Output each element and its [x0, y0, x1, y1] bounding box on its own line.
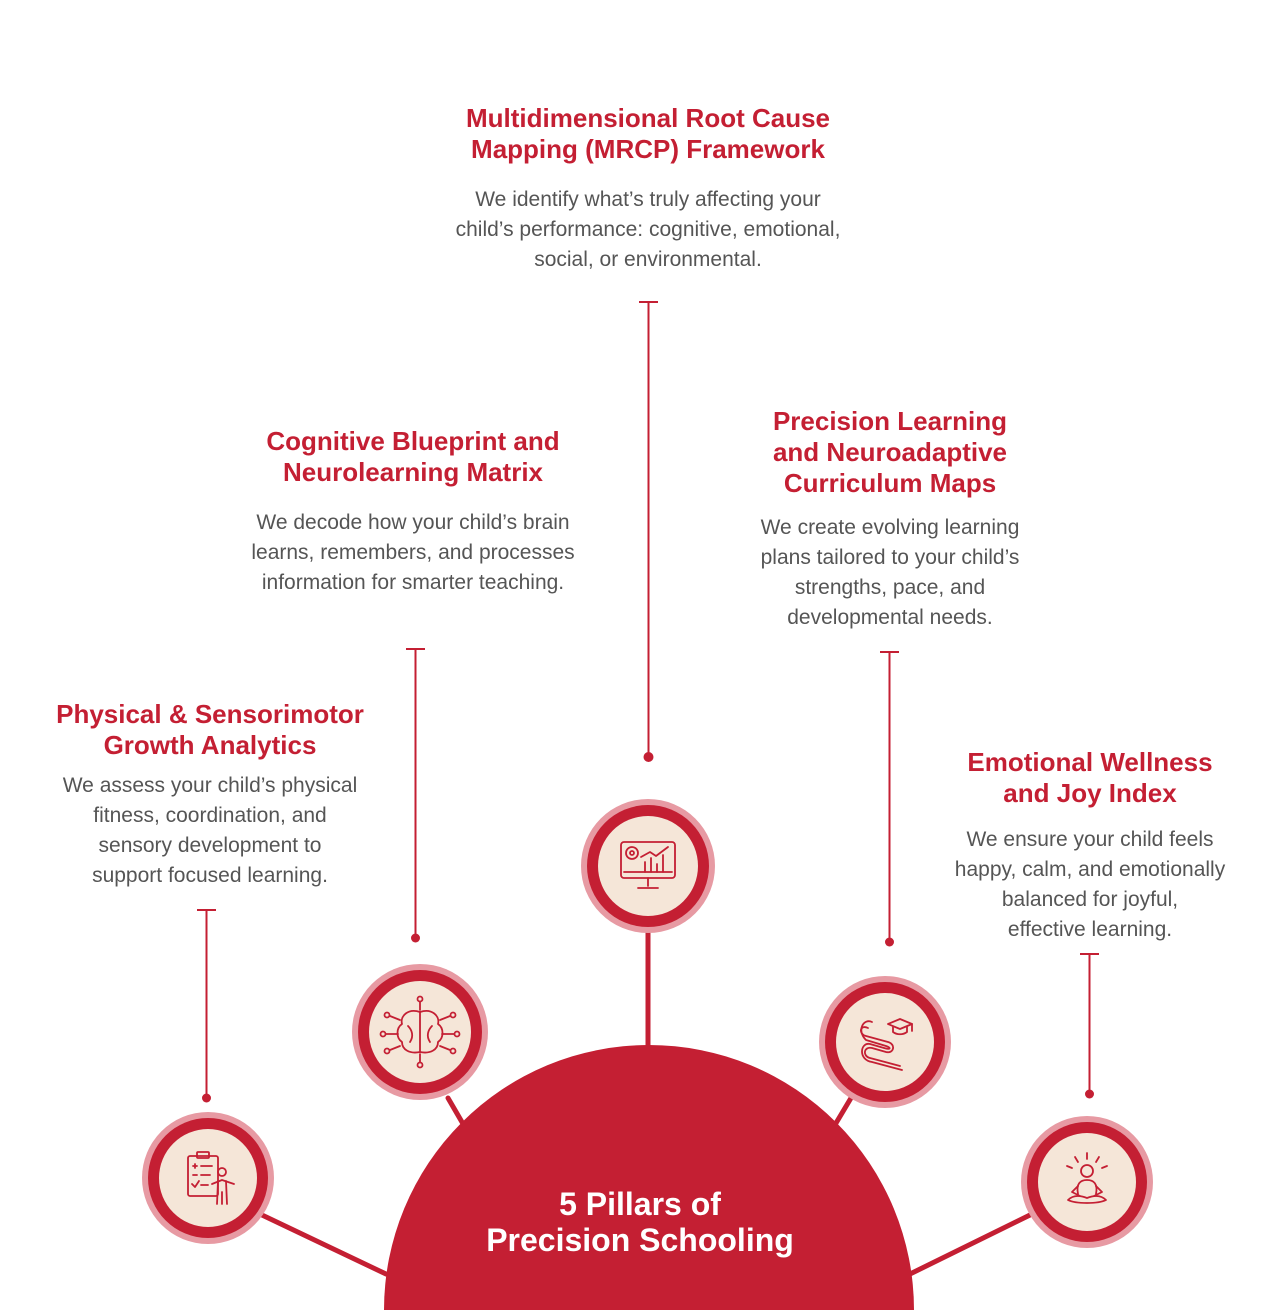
- analytics-monitor-icon: [620, 841, 676, 889]
- description-line: strengths, pace, and: [794, 576, 986, 599]
- title-line: Curriculum Maps: [783, 468, 997, 498]
- description-line: child’s performance: cognitive, emotiona…: [455, 218, 841, 241]
- pin-cognitive: [406, 648, 425, 943]
- pillar-description: We create evolving learning plans tailor…: [705, 513, 1075, 633]
- pillar-title: Physical & Sensorimotor Growth Analytics: [15, 699, 405, 761]
- title-line: and Neuroadaptive: [772, 437, 1008, 467]
- hub-title-line: Precision Schooling: [486, 1222, 794, 1258]
- title-line: and Joy Index: [1003, 778, 1177, 808]
- brain-circuit-icon: [379, 995, 461, 1069]
- pillar-emotional: Emotional Wellness and Joy Index We ensu…: [920, 747, 1260, 945]
- description-line: We ensure your child feels: [966, 828, 1214, 851]
- description-line: developmental needs.: [787, 606, 993, 629]
- description-line: learns, remembers, and processes: [251, 541, 575, 564]
- title-line: Neurolearning Matrix: [282, 457, 544, 487]
- title-line: Cognitive Blueprint and: [266, 426, 560, 456]
- pillar-precision: Precision Learning and Neuroadaptive Cur…: [705, 406, 1075, 633]
- connector-pins: [197, 301, 1099, 1103]
- spoke-physical: [259, 1212, 389, 1277]
- pillar-description: We ensure your child feels happy, calm, …: [920, 825, 1260, 945]
- pillar-title: Precision Learning and Neuroadaptive Cur…: [705, 406, 1075, 499]
- winding-path-graduation-cap-icon: [860, 1018, 913, 1071]
- spoke-emotional: [907, 1212, 1033, 1277]
- pillar-description: We identify what’s truly affecting your …: [398, 185, 898, 275]
- description-line: We assess your child’s physical: [62, 774, 358, 797]
- description-line: We create evolving learning: [760, 516, 1020, 539]
- pin-emotional: [1080, 953, 1099, 1099]
- description-line: information for smarter teaching.: [261, 571, 565, 594]
- node-precision: [819, 976, 951, 1108]
- hub-semicircle: [384, 1045, 914, 1310]
- description-line: happy, calm, and emotionally: [954, 858, 1226, 881]
- hub-title-line: 5 Pillars of: [559, 1186, 721, 1222]
- node-mrcp: [581, 799, 715, 933]
- title-line: Precision Learning: [772, 406, 1008, 436]
- clipboard-person-icon: [187, 1151, 235, 1205]
- description-line: effective learning.: [1007, 918, 1173, 941]
- title-line: Emotional Wellness: [967, 747, 1213, 777]
- pillar-description: We assess your child’s physical fitness,…: [15, 771, 405, 891]
- node-cognitive: [352, 964, 488, 1100]
- node-emotional: [1021, 1116, 1153, 1248]
- pillar-physical: Physical & Sensorimotor Growth Analytics…: [15, 699, 405, 891]
- description-line: We decode how your child’s brain: [256, 511, 570, 534]
- description-line: balanced for joyful,: [1001, 888, 1179, 911]
- title-line: Growth Analytics: [103, 730, 317, 760]
- pin-physical: [197, 909, 216, 1103]
- pillar-title: Emotional Wellness and Joy Index: [920, 747, 1260, 809]
- description-line: We identify what’s truly affecting your: [475, 188, 821, 211]
- pillar-title: Cognitive Blueprint and Neurolearning Ma…: [193, 426, 633, 488]
- description-line: fitness, coordination, and: [93, 804, 327, 827]
- description-line: sensory development to: [98, 834, 322, 857]
- title-line: Multidimensional Root Cause: [465, 103, 831, 133]
- title-line: Mapping (MRCP) Framework: [471, 134, 825, 164]
- description-line: social, or environmental.: [534, 248, 762, 271]
- pillar-mrcp: Multidimensional Root Cause Mapping (MRC…: [398, 103, 898, 275]
- description-line: plans tailored to your child’s: [760, 546, 1020, 569]
- pin-mrcp: [639, 301, 658, 762]
- description-line: support focused learning.: [92, 864, 328, 887]
- pillar-title: Multidimensional Root Cause Mapping (MRC…: [398, 103, 898, 165]
- pin-precision: [880, 651, 899, 947]
- title-line: Physical & Sensorimotor: [56, 699, 364, 729]
- pillar-cognitive: Cognitive Blueprint and Neurolearning Ma…: [193, 426, 633, 598]
- hub-title: 5 Pillars of Precision Schooling: [440, 1186, 840, 1258]
- pillar-description: We decode how your child’s brain learns,…: [193, 508, 633, 598]
- node-physical: [142, 1112, 274, 1244]
- meditation-person-icon: [1066, 1152, 1108, 1204]
